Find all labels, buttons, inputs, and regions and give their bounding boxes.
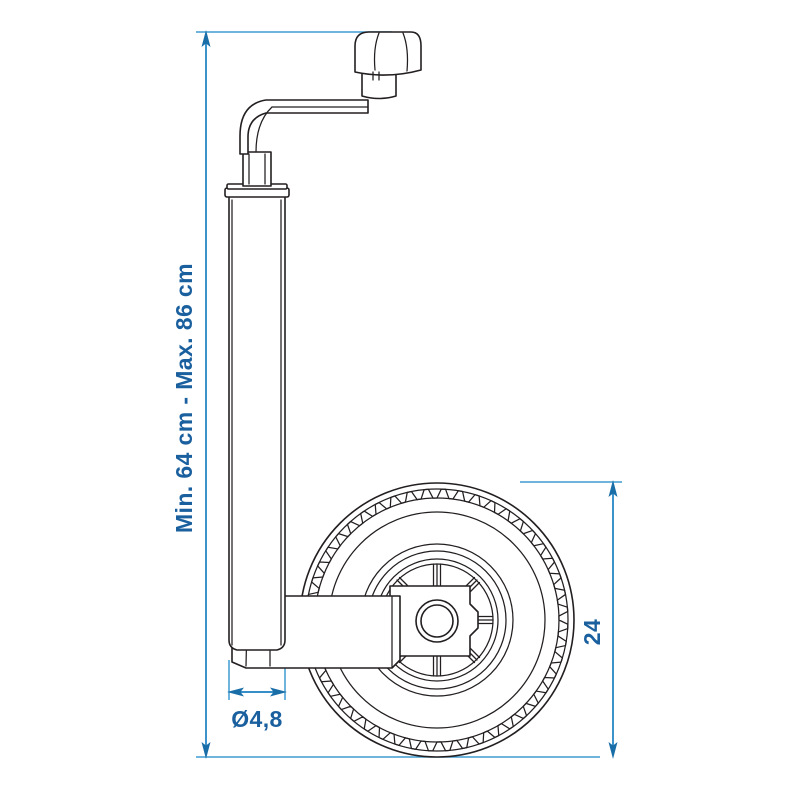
handle-knob-body	[354, 31, 422, 76]
arrowhead-down-wheel	[608, 742, 618, 759]
arrowhead-down-height	[201, 742, 211, 759]
outer-tube	[228, 195, 286, 651]
arrowhead-up-wheel	[608, 480, 618, 497]
dimension-label-tube-diameter: Ø4,8	[231, 706, 282, 732]
arrowhead-right-dia	[270, 687, 287, 697]
dimension-height: Min. 64 cm - Max. 86 cm	[171, 30, 600, 759]
arrowhead-left-dia	[227, 687, 244, 697]
handle-knob	[354, 31, 422, 81]
handle-knob-lobe-left	[373, 32, 380, 71]
dimension-wheel-diameter: 24	[520, 480, 622, 759]
dimension-label-height: Min. 64 cm - Max. 86 cm	[171, 263, 197, 533]
arrowhead-up-height	[201, 30, 211, 47]
dimension-label-wheel-diameter: 24	[579, 619, 605, 645]
crank-arm-body	[239, 99, 369, 155]
wheel-assembly	[299, 482, 575, 758]
handle-knob-lobe-right	[402, 32, 409, 72]
outer-tube-body	[228, 195, 286, 651]
inner-shaft-body	[242, 151, 272, 187]
axle-center-inner	[420, 604, 454, 638]
crank-arm-inner-seam	[255, 106, 273, 153]
crank-arm	[239, 99, 369, 155]
inner-shaft	[242, 151, 272, 187]
dimension-tube-diameter: Ø4,8	[227, 660, 287, 732]
